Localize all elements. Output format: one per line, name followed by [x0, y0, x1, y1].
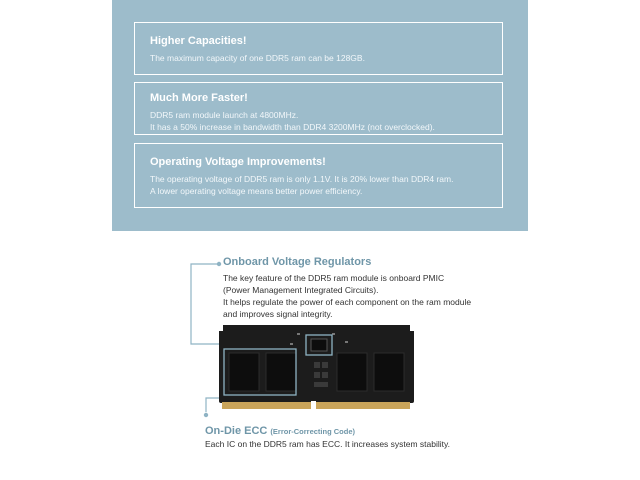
- feature-text: DDR5 ram module launch at 4800MHz.: [150, 110, 299, 120]
- feature-text: It has a 50% increase in bandwidth than …: [150, 122, 435, 132]
- pmic-highlight: [305, 334, 333, 356]
- pmic-chip: [310, 338, 328, 352]
- callout-dot: [216, 261, 222, 267]
- feature-title: Much More Faster!: [150, 92, 248, 104]
- memory-chip: [228, 352, 260, 392]
- feature-text: The maximum capacity of one DDR5 ram can…: [150, 53, 365, 63]
- regulator-callout-line: [190, 263, 224, 345]
- ecc-title: On-Die ECC (Error-Correcting Code): [205, 425, 355, 437]
- regulator-title: Onboard Voltage Regulators: [223, 256, 372, 268]
- feature-text: The operating voltage of DDR5 ram is onl…: [150, 174, 454, 184]
- regulator-text: The key feature of the DDR5 ram module i…: [223, 273, 445, 283]
- memory-chip: [336, 352, 368, 392]
- feature-text: A lower operating voltage means better p…: [150, 186, 363, 196]
- feature-box-capacity: Higher Capacities! The maximum capacity …: [134, 22, 503, 75]
- gold-contacts-left: [222, 402, 311, 409]
- memory-chip: [265, 352, 297, 392]
- callout-dot: [203, 412, 209, 418]
- ecc-description: Each IC on the DDR5 ram has ECC. It incr…: [205, 439, 451, 449]
- regulator-text: and improves signal integrity.: [223, 309, 333, 319]
- feature-box-voltage: Operating Voltage Improvements! The oper…: [134, 143, 503, 208]
- ecc-title-subtitle: (Error-Correcting Code): [270, 427, 355, 436]
- regulator-description: The key feature of the DDR5 ram module i…: [223, 272, 471, 320]
- ecc-title-main: On-Die ECC: [205, 425, 268, 437]
- regulator-text: (Power Management Integrated Circuits).: [223, 285, 379, 295]
- feature-title: Operating Voltage Improvements!: [150, 156, 326, 168]
- feature-title: Higher Capacities!: [150, 35, 247, 47]
- feature-box-speed: Much More Faster! DDR5 ram module launch…: [134, 82, 503, 135]
- regulator-text: It helps regulate the power of each comp…: [223, 297, 472, 307]
- ecc-highlight: [223, 348, 297, 396]
- features-panel: Higher Capacities! The maximum capacity …: [112, 0, 528, 231]
- gold-contacts-right: [316, 402, 410, 409]
- memory-chip: [373, 352, 405, 392]
